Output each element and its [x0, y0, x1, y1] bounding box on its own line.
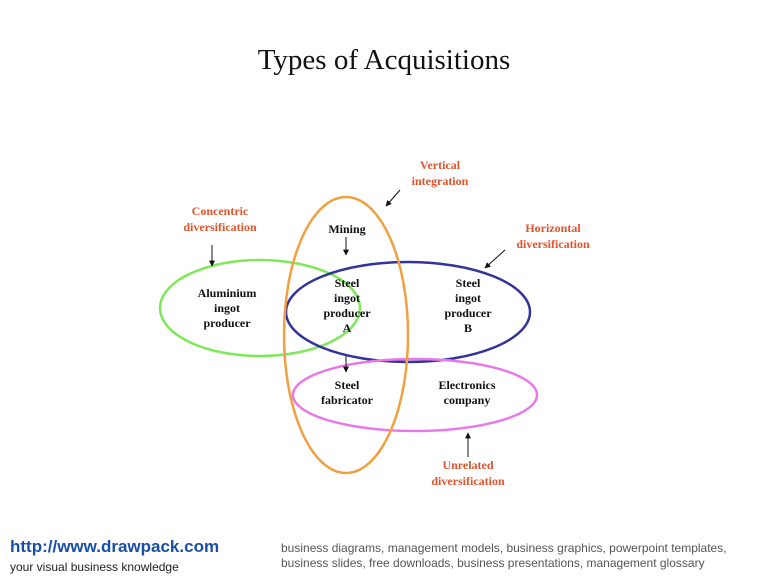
label-line: Horizontal: [525, 221, 581, 235]
label-line: producer: [323, 306, 371, 320]
footer-url-link[interactable]: http://www.drawpack.com: [10, 537, 220, 556]
label-line: Steel: [335, 378, 360, 392]
label-line: diversification: [516, 237, 590, 251]
label-line: ingot: [214, 301, 240, 315]
label-line: Unrelated: [442, 458, 493, 472]
unrelated-ellipse: [291, 357, 539, 433]
label-line: ingot: [455, 291, 481, 305]
label-line: integration: [412, 174, 469, 188]
label-line: Electronics: [438, 378, 495, 392]
category-horizontal-diversification: Horizontal diversification: [516, 221, 590, 251]
vertical-ellipse: [282, 195, 410, 475]
node-mining: Mining: [328, 222, 365, 236]
label-line: fabricator: [321, 393, 374, 407]
category-concentric-diversification: Concentric diversification: [183, 204, 257, 234]
label-line: B: [464, 321, 472, 335]
label-line: Vertical: [420, 158, 461, 172]
label-line: diversification: [431, 474, 505, 488]
label-line: Steel: [335, 276, 360, 290]
page-title: Types of Acquisitions: [257, 44, 511, 76]
concentric-ellipse: [158, 258, 362, 358]
label-line: Concentric: [192, 204, 249, 218]
footer-keywords: business diagrams, management models, bu…: [281, 541, 727, 570]
footer-tagline: your visual business knowledge: [10, 560, 179, 574]
label-line: company: [444, 393, 491, 407]
category-unrelated-diversification: Unrelated diversification: [431, 458, 505, 488]
vertical-pointer-arrow: [385, 189, 401, 207]
label-line: producer: [203, 316, 251, 330]
label-line: Mining: [328, 222, 365, 236]
category-vertical-integration: Vertical integration: [412, 158, 469, 188]
label-line: A: [343, 321, 352, 335]
label-line: producer: [444, 306, 492, 320]
label-line: Aluminium: [198, 286, 257, 300]
label-line: diversification: [183, 220, 257, 234]
label-line: Steel: [456, 276, 481, 290]
horizontal-pointer-arrow: [484, 249, 506, 269]
label-line: ingot: [334, 291, 360, 305]
